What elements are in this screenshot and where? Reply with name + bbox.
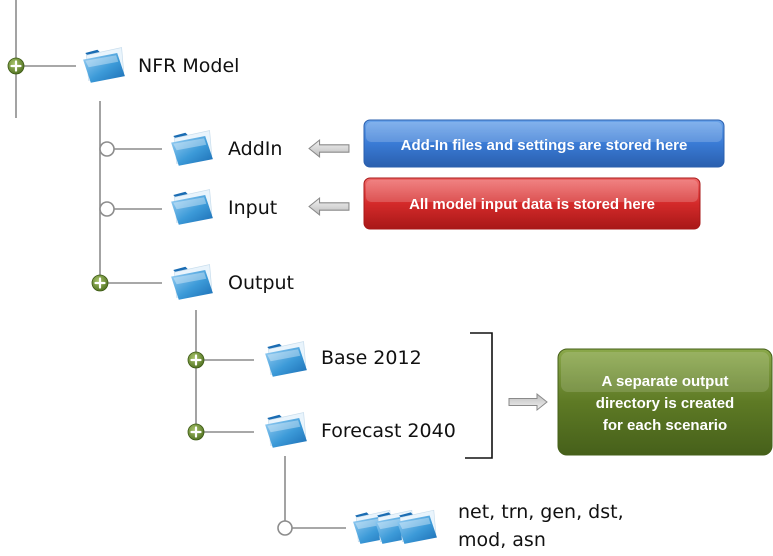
scenario-callout-line2: directory is created [596,395,734,412]
input-callout: All model input data is stored here [363,177,701,230]
output-folder-icon[interactable] [170,263,214,301]
root-label[interactable]: NFR Model [138,55,239,77]
forecast-expand-icon[interactable] [187,423,205,441]
input-label[interactable]: Input [228,197,277,219]
root-expand-icon[interactable] [7,57,25,75]
scenario-callout-line1: A separate output [602,373,729,390]
addin-node-circle-icon[interactable] [99,141,115,157]
files-label-line1: net, trn, gen, dst, [458,501,624,523]
input-folder-icon[interactable] [170,188,214,226]
input-node-circle-icon[interactable] [99,201,115,217]
root-folder-icon[interactable] [82,46,126,84]
base-folder-icon[interactable] [264,340,308,378]
input-arrow-icon [308,197,350,216]
base-expand-icon[interactable] [187,351,205,369]
output-expand-icon[interactable] [91,274,109,292]
scenario-bracket [465,332,493,459]
scenario-arrow-icon [508,393,548,411]
addin-folder-icon[interactable] [170,129,214,167]
addin-callout: Add-In files and settings are stored her… [363,119,725,168]
tree-connectors [15,0,346,529]
addin-arrow-icon [308,139,350,158]
input-callout-text: All model input data is stored here [409,196,655,213]
files-folder-stack-icon[interactable] [352,509,438,545]
scenario-callout-line3: for each scenario [603,417,727,434]
files-node-circle-icon[interactable] [277,520,293,536]
scenario-callout: A separate output directory is created f… [557,348,773,456]
addin-callout-text: Add-In files and settings are stored her… [401,137,688,154]
base-label[interactable]: Base 2012 [321,347,422,369]
files-label-line2: mod, asn [458,529,546,551]
forecast-label[interactable]: Forecast 2040 [321,420,456,442]
forecast-folder-icon[interactable] [264,411,308,449]
addin-label[interactable]: AddIn [228,138,282,160]
output-label[interactable]: Output [228,272,294,294]
